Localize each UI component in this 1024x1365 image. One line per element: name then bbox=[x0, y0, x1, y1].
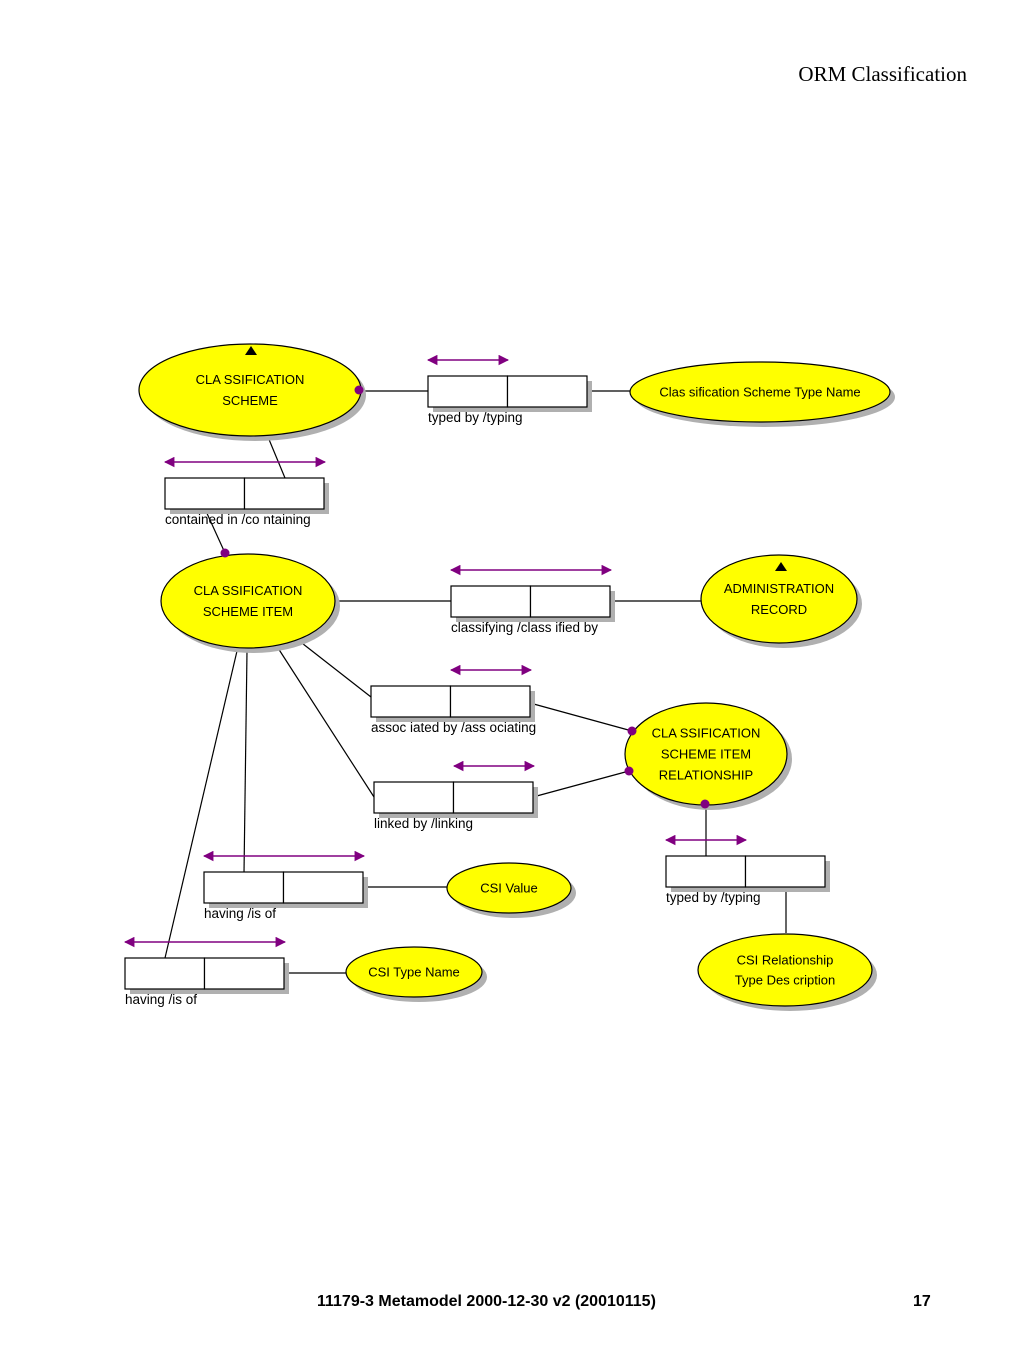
fact-contained-in[interactable]: contained in /co ntaining bbox=[163, 456, 329, 527]
fact-contained-in-role-right[interactable] bbox=[243, 477, 325, 510]
footer-page-number: 17 bbox=[913, 1293, 931, 1310]
fact-linked-by[interactable]: linked by /linking bbox=[373, 760, 538, 831]
fact-associated-by[interactable]: assoc iated by /ass ociating bbox=[370, 664, 536, 735]
value-csi-relationship-type-description-shape bbox=[697, 933, 873, 1007]
value-csi-type-name[interactable]: CSI Type Name bbox=[345, 946, 487, 1002]
fact-scheme-typed-by-role-right[interactable] bbox=[506, 375, 588, 408]
connector-item-associated bbox=[297, 639, 372, 698]
fact-having-csi-type-name[interactable]: having /is of bbox=[123, 936, 289, 1007]
fact-relationship-typed-by[interactable]: typed by /typing bbox=[664, 834, 830, 905]
fact-having-csi-value-role-left[interactable] bbox=[203, 871, 285, 904]
fact-associated-by-role-left[interactable] bbox=[370, 685, 452, 718]
fact-contained-in-role-left[interactable] bbox=[164, 477, 246, 510]
fact-having-csi-type-name-role-right[interactable] bbox=[203, 957, 285, 990]
connector-contained-item bbox=[204, 508, 226, 554]
fact-classifying-role-left[interactable] bbox=[450, 585, 532, 618]
entity-classification-scheme-label-line: SCHEME bbox=[222, 393, 278, 408]
fact-relationship-typed-by-role-left[interactable] bbox=[665, 855, 747, 888]
fact-scheme-typed-by[interactable]: typed by /typing bbox=[426, 354, 592, 425]
page-title: ORM Classification bbox=[798, 62, 967, 86]
value-csi-relationship-type-description-label-line: Type Des cription bbox=[735, 973, 835, 988]
fact-classifying-reading: classifying /class ified by bbox=[451, 620, 598, 635]
footer-document-id: 11179-3 Metamodel 2000-12-30 v2 (2001011… bbox=[317, 1293, 656, 1310]
scheme-subtype-triangle bbox=[245, 346, 257, 355]
fact-classifying-role-right[interactable] bbox=[529, 585, 611, 618]
connector-item-typename bbox=[164, 650, 238, 959]
value-csi-type-name-shape bbox=[345, 946, 483, 998]
fact-having-csi-value[interactable]: having /is of bbox=[202, 850, 368, 921]
value-csi-type-name-label-line: CSI Type Name bbox=[368, 965, 460, 980]
mandatory-dot-rel-linked bbox=[624, 766, 634, 776]
value-csi-value-label-line: CSI Value bbox=[480, 881, 538, 896]
fact-associated-by-role-right[interactable] bbox=[449, 685, 531, 718]
mandatory-dot-rel-typed bbox=[700, 799, 710, 809]
entity-classification-scheme[interactable]: CLA SSIFICATION SCHEME bbox=[138, 343, 366, 441]
entity-csi-relationship-label-line: CLA SSIFICATION bbox=[652, 726, 761, 741]
fact-contained-in-reading: contained in /co ntaining bbox=[165, 512, 311, 527]
connector-scheme-contained bbox=[267, 436, 286, 479]
entity-classification-scheme-item-label-line: CLA SSIFICATION bbox=[194, 583, 303, 598]
value-csi-relationship-type-description-label-line: CSI Relationship bbox=[737, 953, 834, 968]
fact-having-csi-type-name-role-left[interactable] bbox=[124, 957, 206, 990]
entity-administration-record-label-line: RECORD bbox=[751, 602, 807, 617]
entity-csi-relationship[interactable]: CLA SSIFICATION SCHEME ITEM RELATIONSHIP bbox=[624, 702, 792, 810]
value-classification-scheme-type-name[interactable]: Clas sification Scheme Type Name bbox=[629, 361, 895, 427]
connector-item-value bbox=[243, 650, 248, 874]
fact-linked-by-role-right[interactable] bbox=[452, 781, 534, 814]
entity-classification-scheme-item-shape bbox=[160, 553, 336, 649]
entity-csi-relationship-label-line: SCHEME ITEM bbox=[661, 747, 751, 762]
fact-relationship-typed-by-reading: typed by /typing bbox=[666, 890, 761, 905]
value-classification-scheme-type-name-label-line: Clas sification Scheme Type Name bbox=[659, 385, 860, 400]
mandatory-dot-item bbox=[220, 548, 230, 558]
entity-csi-relationship-label-line: RELATIONSHIP bbox=[659, 768, 753, 783]
fact-relationship-typed-by-role-right[interactable] bbox=[744, 855, 826, 888]
value-csi-value-shape bbox=[446, 862, 572, 914]
value-classification-scheme-type-name-shape bbox=[629, 361, 891, 423]
fact-having-csi-type-name-reading: having /is of bbox=[125, 992, 197, 1007]
mandatory-dot-rel-associated bbox=[627, 726, 637, 736]
value-csi-value[interactable]: CSI Value bbox=[446, 862, 576, 918]
fact-associated-by-reading: assoc iated by /ass ociating bbox=[371, 720, 536, 735]
admin-subtype-triangle bbox=[775, 562, 787, 571]
fact-having-csi-value-role-right[interactable] bbox=[282, 871, 364, 904]
connector-layer bbox=[164, 390, 787, 974]
fact-linked-by-role-left[interactable] bbox=[373, 781, 455, 814]
mandatory-dot-scheme bbox=[354, 385, 364, 395]
fact-having-csi-value-reading: having /is of bbox=[204, 906, 276, 921]
connector-linked-rel bbox=[532, 770, 630, 798]
entity-classification-scheme-item-label-line: SCHEME ITEM bbox=[203, 604, 293, 619]
entity-classification-scheme-item[interactable]: CLA SSIFICATION SCHEME ITEM bbox=[160, 553, 340, 653]
entity-classification-scheme-shape bbox=[138, 343, 362, 437]
entity-classification-scheme-label-line: CLA SSIFICATION bbox=[196, 372, 305, 387]
fact-scheme-typed-by-reading: typed by /typing bbox=[428, 410, 523, 425]
fact-scheme-typed-by-role-left[interactable] bbox=[427, 375, 509, 408]
shape-layer: CLA SSIFICATION SCHEME CLA SSIFICATION SCHE… bbox=[123, 343, 895, 1011]
entity-administration-record-shape bbox=[700, 554, 858, 644]
connector-item-linked bbox=[277, 647, 375, 798]
entity-administration-record[interactable]: ADMINISTRATION RECORD bbox=[700, 554, 862, 648]
fact-classifying[interactable]: classifying /class ified by bbox=[449, 564, 615, 635]
entity-administration-record-label-line: ADMINISTRATION bbox=[724, 581, 834, 596]
connector-associated-rel bbox=[529, 702, 633, 732]
fact-linked-by-reading: linked by /linking bbox=[374, 816, 473, 831]
